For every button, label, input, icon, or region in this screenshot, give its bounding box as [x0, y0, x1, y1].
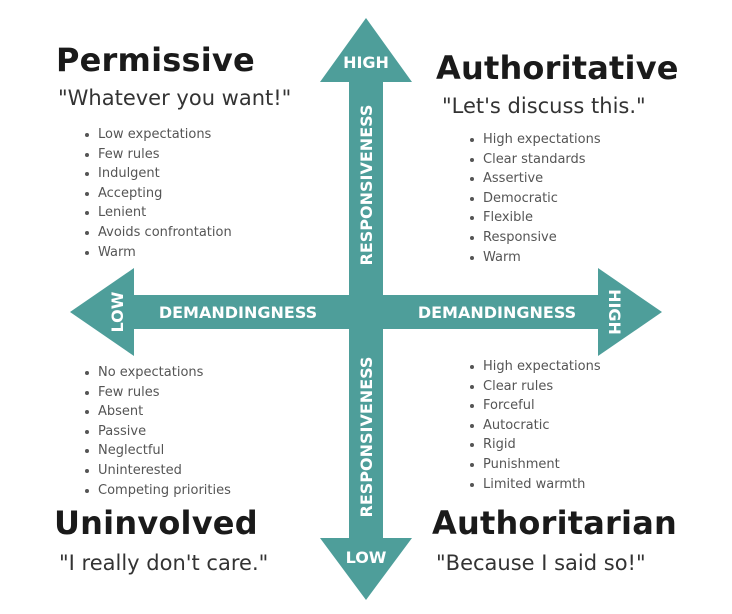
trait-item: Forceful [470, 396, 601, 416]
authoritarian-title: Authoritarian [432, 504, 677, 542]
horizontal-high-label: HIGH [605, 289, 624, 335]
trait-item: Assertive [470, 169, 601, 189]
trait-item: Few rules [85, 383, 231, 403]
trait-item: Competing priorities [85, 481, 231, 501]
vertical-low-label: LOW [346, 548, 387, 567]
trait-item: Accepting [85, 184, 232, 204]
uninvolved-quote: "I really don't care." [59, 551, 269, 575]
vertical-axis-label-bottom: RESPONSIVENESS [357, 357, 376, 518]
trait-item: Absent [85, 402, 231, 422]
trait-item: Democratic [470, 189, 601, 209]
horizontal-low-label: LOW [108, 291, 127, 332]
trait-item: Rigid [470, 435, 601, 455]
trait-item: Warm [470, 248, 601, 268]
authoritarian-quote: "Because I said so!" [436, 551, 646, 575]
trait-item: Responsive [470, 228, 601, 248]
trait-item: Clear rules [470, 377, 601, 397]
trait-item: Flexible [470, 208, 601, 228]
horizontal-axis-label-right: DEMANDINGNESS [418, 303, 576, 322]
trait-item: Lenient [85, 203, 232, 223]
quadrant-uninvolved: Uninvolved "I really don't care." [54, 507, 268, 574]
trait-item: Neglectful [85, 441, 231, 461]
authoritative-title: Authoritative [436, 49, 679, 87]
trait-item: High expectations [470, 357, 601, 377]
uninvolved-title: Uninvolved [54, 504, 258, 542]
authoritative-quote: "Let's discuss this." [442, 94, 646, 118]
trait-item: No expectations [85, 363, 231, 383]
quadrant-authoritative: Authoritative "Let's discuss this." [436, 52, 679, 117]
horizontal-axis-label-left: DEMANDINGNESS [159, 303, 317, 322]
vertical-high-label: HIGH [343, 53, 389, 72]
trait-item: Uninterested [85, 461, 231, 481]
permissive-title: Permissive [56, 41, 255, 79]
trait-item: Warm [85, 243, 232, 263]
permissive-quote: "Whatever you want!" [58, 86, 292, 110]
vertical-axis-label-top: RESPONSIVENESS [357, 105, 376, 266]
trait-item: Clear standards [470, 150, 601, 170]
trait-item: Passive [85, 422, 231, 442]
trait-item: Limited warmth [470, 475, 601, 495]
quadrant-authoritarian: Authoritarian "Because I said so!" [432, 507, 677, 574]
trait-item: Few rules [85, 145, 232, 165]
trait-item: High expectations [470, 130, 601, 150]
trait-item: Avoids confrontation [85, 223, 232, 243]
trait-item: Punishment [470, 455, 601, 475]
trait-item: Autocratic [470, 416, 601, 436]
quadrant-permissive: Permissive "Whatever you want!" [56, 44, 291, 109]
trait-item: Low expectations [85, 125, 232, 145]
trait-item: Indulgent [85, 164, 232, 184]
horizontal-axis-arrow [70, 268, 662, 356]
